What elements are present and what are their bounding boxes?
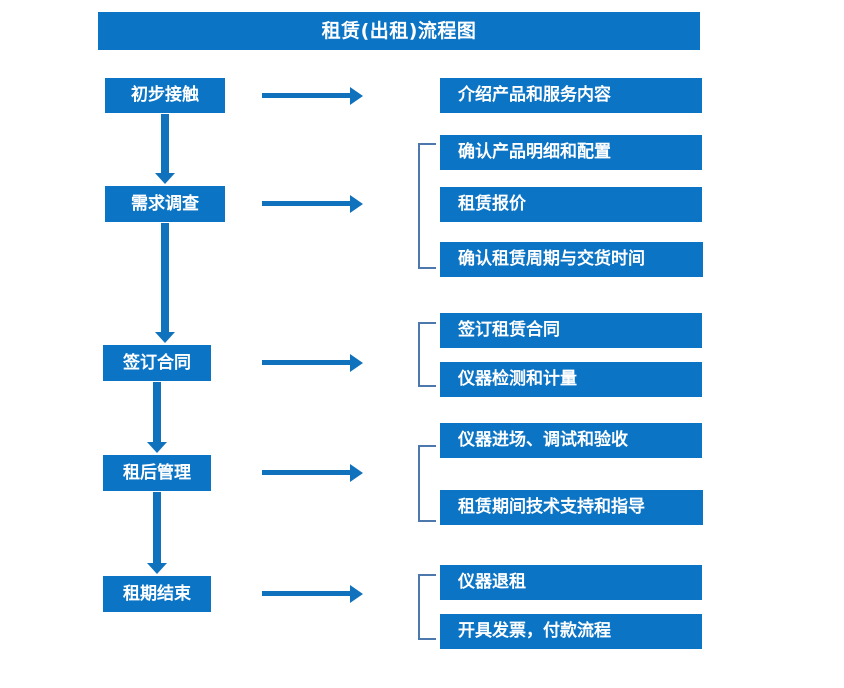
group-bracket-2 xyxy=(418,143,436,269)
stage-box-1[interactable]: 初步接触 xyxy=(105,78,225,113)
detail-label-g3-i2: 仪器检测和计量 xyxy=(458,369,577,389)
horizontal-arrow-3 xyxy=(262,354,363,372)
vertical-arrow-2-to-3 xyxy=(152,223,178,343)
detail-label-g5-i1: 仪器退租 xyxy=(458,572,526,592)
detail-box-g3-i2[interactable]: 仪器检测和计量 xyxy=(440,362,702,397)
horizontal-arrow-2 xyxy=(262,195,363,213)
vertical-arrow-4-to-5 xyxy=(144,492,170,574)
stage-label-1: 初步接触 xyxy=(131,85,199,105)
detail-box-g5-i1[interactable]: 仪器退租 xyxy=(440,565,702,600)
detail-box-g5-i2[interactable]: 开具发票，付款流程 xyxy=(440,614,702,649)
detail-box-g4-i2[interactable]: 租赁期间技术支持和指导 xyxy=(440,490,703,525)
horizontal-arrow-4 xyxy=(262,464,363,482)
diagram-title-bar: 租赁(出租)流程图 xyxy=(98,12,700,50)
detail-label-g1-i1: 介绍产品和服务内容 xyxy=(458,85,611,105)
stage-label-4: 租后管理 xyxy=(123,462,191,483)
detail-label-g3-i1: 签订租赁合同 xyxy=(458,320,560,340)
detail-label-g5-i2: 开具发票，付款流程 xyxy=(458,621,611,641)
detail-box-g4-i1[interactable]: 仪器进场、调试和验收 xyxy=(440,423,702,458)
stage-box-5[interactable]: 租期结束 xyxy=(103,576,211,612)
horizontal-arrow-5 xyxy=(262,585,363,603)
stage-label-5: 租期结束 xyxy=(123,583,191,604)
detail-box-g3-i1[interactable]: 签订租赁合同 xyxy=(440,313,702,348)
stage-box-3[interactable]: 签订合同 xyxy=(103,345,211,381)
detail-label-g4-i2: 租赁期间技术支持和指导 xyxy=(458,497,645,517)
detail-box-g2-i1[interactable]: 确认产品明细和配置 xyxy=(440,135,702,170)
page-title: 租赁(出租)流程图 xyxy=(321,19,477,42)
group-bracket-5 xyxy=(418,574,436,640)
detail-label-g4-i1: 仪器进场、调试和验收 xyxy=(458,430,628,450)
detail-label-g2-i1: 确认产品明细和配置 xyxy=(458,142,611,162)
stage-box-2[interactable]: 需求调查 xyxy=(105,186,225,222)
detail-label-g2-i3: 确认租赁周期与交货时间 xyxy=(458,249,645,269)
detail-box-g2-i2[interactable]: 租赁报价 xyxy=(440,187,702,222)
group-bracket-3 xyxy=(418,322,436,387)
group-bracket-4 xyxy=(418,445,436,522)
horizontal-arrow-1 xyxy=(262,87,363,105)
vertical-arrow-1-to-2 xyxy=(152,114,178,184)
detail-box-g1-i1[interactable]: 介绍产品和服务内容 xyxy=(440,78,702,113)
stage-label-3: 签订合同 xyxy=(123,352,191,373)
vertical-arrow-3-to-4 xyxy=(144,382,170,453)
detail-label-g2-i2: 租赁报价 xyxy=(458,194,526,214)
stage-box-4[interactable]: 租后管理 xyxy=(103,455,211,491)
detail-box-g2-i3[interactable]: 确认租赁周期与交货时间 xyxy=(440,242,703,277)
stage-label-2: 需求调查 xyxy=(131,193,199,214)
